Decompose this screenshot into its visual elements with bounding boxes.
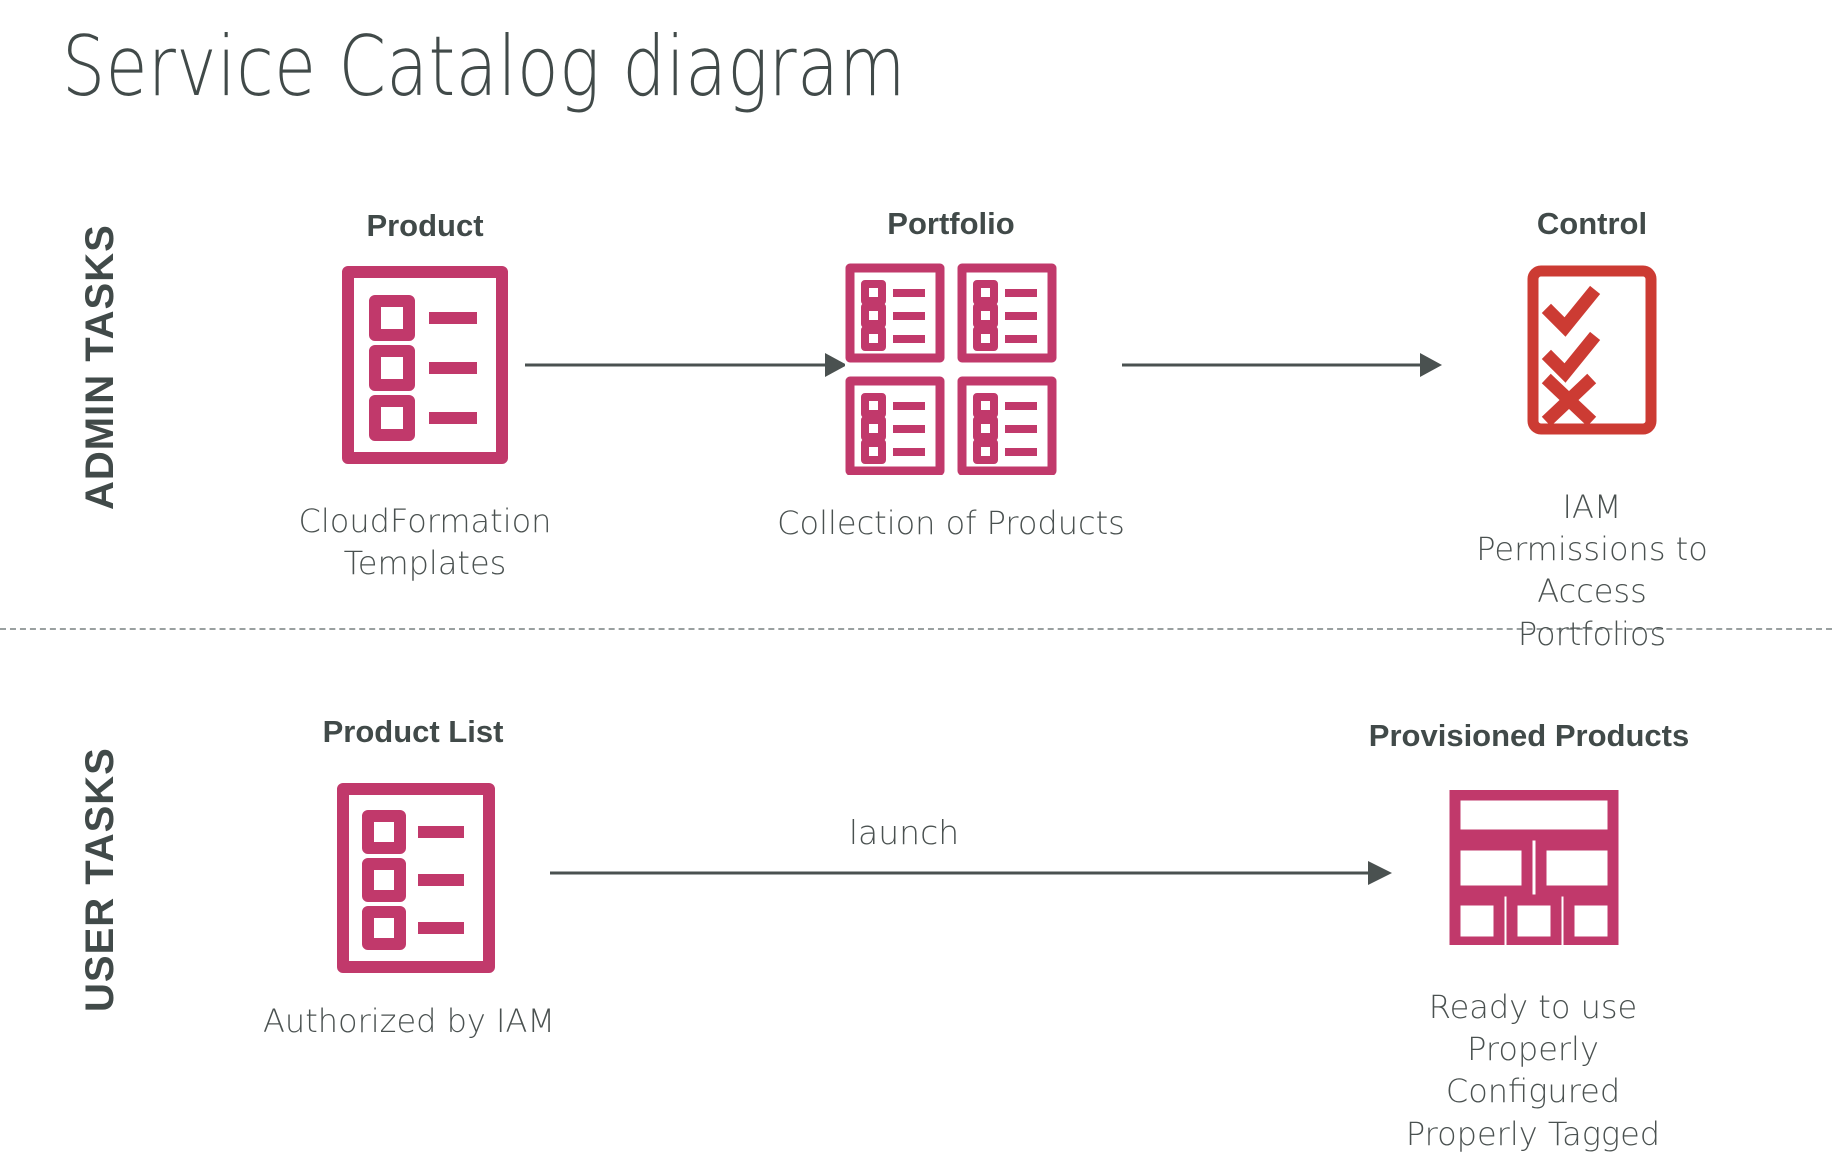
checkmarks-document-icon xyxy=(1527,265,1657,440)
node-heading-portfolio: Portfolio xyxy=(887,206,1015,241)
node-caption-control: IAM Permissions to Access Portfolios xyxy=(1476,488,1708,653)
node-heading-provisioned-products: Provisioned Products xyxy=(1368,718,1690,753)
arrow-label-launch: launch xyxy=(848,813,960,852)
node-heading-control: Control xyxy=(1536,206,1648,241)
band-divider xyxy=(0,628,1832,630)
node-heading-product-list: Product List xyxy=(322,714,504,749)
arrow-product-to-portfolio xyxy=(525,353,845,377)
band-label-admin-tasks: ADMIN TASKS xyxy=(78,224,122,510)
checklist-document-icon-user xyxy=(336,782,496,979)
arrow-launch xyxy=(550,861,1392,885)
page-title: Service Catalog diagram xyxy=(62,18,906,115)
layout-blocks-icon xyxy=(1449,789,1619,950)
node-caption-provisioned-products: Ready to use Properly Configured Properl… xyxy=(1405,988,1661,1153)
arrow-portfolio-to-control xyxy=(1122,353,1442,377)
node-heading-product: Product xyxy=(366,208,484,243)
checklist-document-icon xyxy=(341,265,509,470)
band-label-user-tasks: USER TASKS xyxy=(78,747,122,1012)
node-caption-product-list: Authorized by IAM xyxy=(263,1002,555,1040)
node-caption-product: CloudFormation Templates xyxy=(298,502,552,583)
node-caption-portfolio: Collection of Products xyxy=(777,504,1125,542)
checklist-grid-icon xyxy=(845,263,1057,480)
